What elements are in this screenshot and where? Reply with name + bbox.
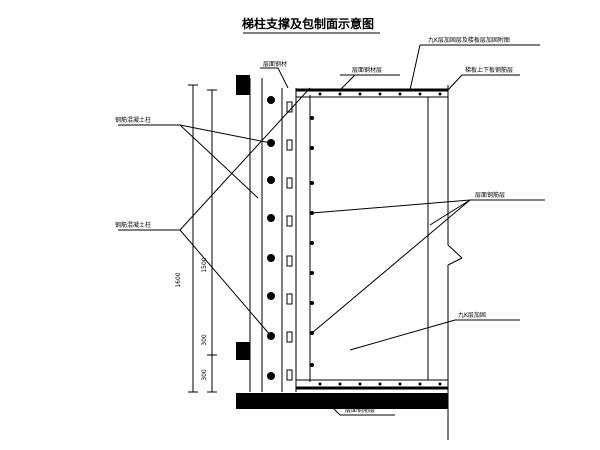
dim-outer: 1600	[175, 272, 182, 287]
drawing-title: 梯柱支撑及包制面示意图	[242, 16, 374, 31]
break-line-2	[447, 257, 463, 266]
label-right-lower: 九K层加固	[458, 311, 486, 319]
inner-rebar-dots	[310, 116, 314, 367]
label-top-left-small: 层面钢材	[263, 60, 287, 68]
top-slab-dots	[318, 92, 442, 96]
label-right-mid: 层面钢筋层	[475, 191, 505, 199]
bottom-slab-dots	[318, 382, 442, 386]
mid-left-block	[236, 342, 250, 360]
label-bottom: 层面钢筋层	[345, 406, 375, 414]
bottom-base	[236, 393, 448, 409]
label-top-right: 梯板上下板钢筋层	[465, 66, 513, 74]
dim-bottom-tiny: 300	[201, 334, 208, 346]
label-left-lower: 钢筋混凝土柱	[115, 221, 151, 229]
label-top-far-right: 九K层加固层及楼板层加固附图	[428, 36, 510, 44]
top-left-block	[236, 75, 250, 95]
column-ladder	[286, 101, 293, 381]
leader-lines	[118, 44, 545, 416]
break-line-1	[447, 244, 463, 259]
label-top-mid: 层面钢材层	[352, 66, 382, 74]
dim-inner: 1500	[201, 257, 208, 272]
label-left-upper: 钢筋混凝土柱	[115, 116, 151, 124]
column-rebar-circles	[267, 96, 275, 380]
dim-bottom: 300	[201, 369, 208, 381]
